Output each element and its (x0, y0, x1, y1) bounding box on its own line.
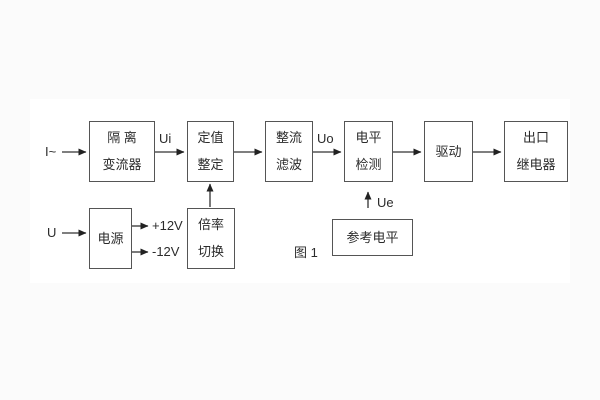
rail-neg-label: -12V (152, 244, 180, 259)
block-rectify-filter-line1: 整流 (275, 130, 302, 145)
block-drive: 驱动 (424, 121, 473, 182)
block-rectify-filter: 整流 滤波 (265, 121, 313, 182)
block-level-detect-line1: 电平 (355, 130, 382, 145)
signal-uo-label: Uo (317, 131, 334, 146)
block-rectify-filter-line2: 滤波 (275, 157, 302, 172)
block-ratio-switch: 倍率 切换 (187, 208, 235, 269)
block-ratio-switch-line1: 倍率 (197, 217, 224, 232)
input-voltage-label: U (47, 225, 57, 240)
block-reference-level: 参考电平 (332, 219, 413, 256)
block-level-detect-line2: 检测 (355, 157, 382, 172)
block-level-detect: 电平 检测 (344, 121, 393, 182)
block-reference-level-label: 参考电平 (346, 229, 399, 245)
block-output-relay-line1: 出口 (522, 130, 549, 145)
block-setting-adjust: 定值 整定 (187, 121, 234, 182)
block-setting-adjust-line2: 整定 (197, 157, 224, 172)
block-output-relay: 出口 继电器 (504, 121, 568, 182)
block-setting-adjust-line1: 定值 (197, 130, 224, 145)
block-power-supply-label: 电源 (97, 230, 124, 246)
block-drive-label: 驱动 (435, 143, 462, 159)
rail-pos-label: +12V (152, 218, 183, 233)
input-current-label: I~ (45, 144, 57, 159)
block-isolation-transformer-line1: 隔 离 (107, 130, 137, 145)
block-output-relay-line2: 继电器 (516, 157, 556, 172)
block-ratio-switch-line2: 切换 (197, 244, 224, 259)
figure-caption: 图 1 (294, 245, 318, 260)
signal-ue-label: Ue (377, 195, 394, 210)
block-isolation-transformer: 隔 离 变流器 (89, 121, 155, 182)
block-power-supply: 电源 (89, 208, 132, 269)
block-isolation-transformer-line2: 变流器 (102, 157, 142, 172)
signal-ui-label: Ui (159, 131, 172, 146)
